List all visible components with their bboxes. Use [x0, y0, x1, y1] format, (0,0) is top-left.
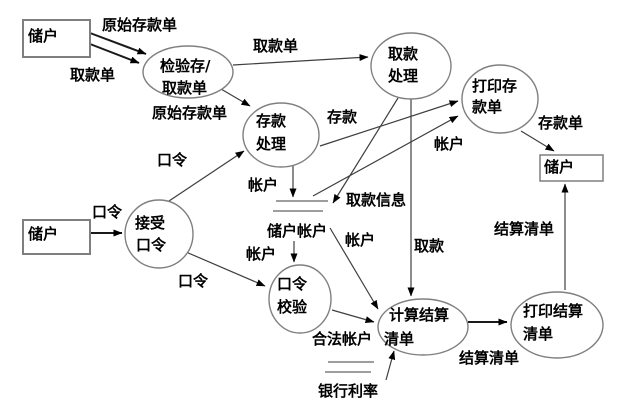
flow-label-account-upper: 帐户	[248, 176, 278, 194]
process-calc-settlement-label-2: 清单	[384, 330, 414, 348]
process-deposit-processing-label-2: 处理	[255, 135, 286, 153]
process-print-deposit-slip-label-1: 打印存	[472, 77, 517, 95]
process-accept-password-label-1: 接受	[135, 214, 165, 232]
flow-label-original-deposit-slip-top: 原始存款单	[102, 16, 177, 34]
process-print-deposit-slip	[461, 64, 539, 134]
flow-label-account-center: 帐户	[345, 231, 375, 249]
process-verify-slip	[142, 45, 234, 99]
flow-original-deposit-slip-line	[89, 32, 147, 55]
flow-rate-to-calc-line	[385, 350, 396, 381]
process-print-settlement	[510, 291, 604, 359]
process-print-settlement-label-2: 清单	[523, 325, 553, 343]
flow-label-account-lower-left: 帐户	[246, 245, 276, 263]
process-password-check-label-1: 口令	[277, 275, 308, 293]
process-accept-password-label-2: 口令	[136, 236, 167, 254]
flow-label-settlement-list-bottom: 结算清单	[459, 349, 519, 367]
flow-label-withdraw-slip-mid: 取款单	[253, 37, 298, 55]
flow-deposit-slip-out-line	[520, 130, 555, 152]
flow-label-password-lower: 口令	[178, 272, 209, 290]
flow-valid-account-line	[331, 309, 375, 324]
process-accept-password	[124, 199, 194, 269]
entity-depositor-bottom-left	[22, 219, 91, 255]
flow-original-slip-to-deposit-line	[220, 88, 251, 107]
flow-label-deposit-slip-out: 存款单	[538, 114, 583, 132]
process-password-check-label-2: 校验	[277, 298, 308, 316]
flow-label-original-deposit-slip-mid: 原始存款单	[152, 104, 227, 122]
flow-account-to-calc-line	[329, 227, 379, 310]
process-print-settlement-label-1: 打印结算	[523, 302, 583, 320]
store-bank-rate-label: 银行利率	[318, 382, 378, 400]
entity-depositor-right	[539, 154, 604, 182]
process-withdraw-processing-label-2: 处理	[387, 67, 418, 85]
flow-label-withdraw-info: 取款信息	[346, 191, 406, 209]
flow-withdraw-slip-line	[232, 54, 369, 66]
flow-withdraw-slip-to-verify-line	[89, 43, 140, 64]
flow-label-settlement-list-right: 结算清单	[494, 220, 554, 238]
process-verify-slip-label-2: 取款单	[162, 79, 207, 97]
flow-password-to-deposit-line	[168, 150, 245, 202]
entity-depositor-right-label: 储户	[544, 158, 574, 176]
flow-account-to-print-line	[312, 115, 459, 197]
process-withdraw-processing-label-1: 取款	[388, 45, 419, 63]
store-depositor-account-label: 储户帐户	[267, 222, 327, 240]
process-print-deposit-slip-label-2: 款单	[472, 98, 502, 116]
flow-label-valid-account: 合法帐户	[311, 330, 372, 348]
flow-label-account-right: 帐户	[434, 135, 464, 153]
process-verify-slip-label-1: 检验存/	[160, 57, 211, 75]
entity-depositor-bottom-left-label: 储户	[28, 225, 58, 243]
process-deposit-processing-label-1: 存款	[256, 112, 287, 130]
process-password-check	[268, 264, 332, 334]
flow-label-withdraw: 取款	[414, 237, 445, 255]
entity-depositor-top-left	[22, 19, 91, 58]
flow-label-password-upper: 口令	[157, 151, 188, 169]
entity-depositor-top-left-label: 储户	[28, 27, 58, 45]
flow-password-to-check-line	[185, 251, 266, 287]
flow-label-password-left: 口令	[92, 203, 123, 221]
process-withdraw-processing	[370, 32, 452, 100]
flow-withdraw-info-line	[332, 97, 399, 204]
flow-label-deposit: 存款	[327, 108, 358, 126]
process-calc-settlement	[377, 298, 469, 356]
process-deposit-processing	[242, 102, 320, 168]
flow-label-withdraw-slip-left: 取款单	[70, 66, 115, 84]
flow-deposit-to-print-line	[319, 100, 459, 147]
process-calc-settlement-label-1: 计算结算	[389, 306, 449, 324]
